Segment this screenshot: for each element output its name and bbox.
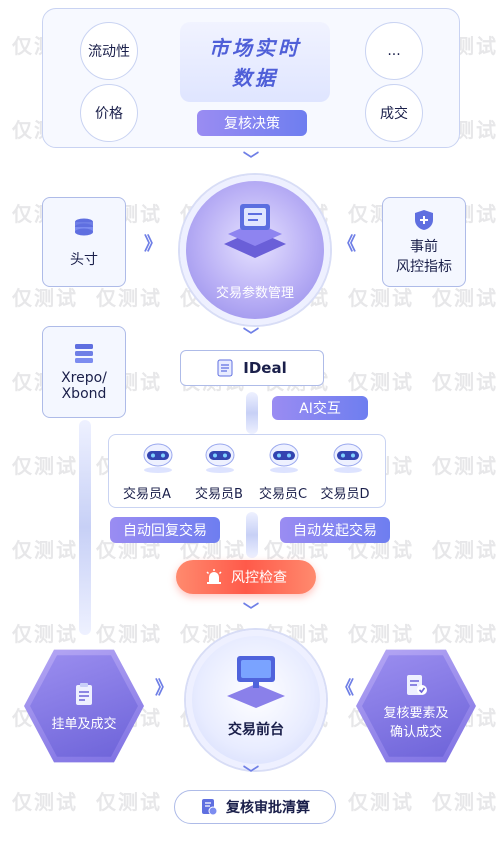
doc-check-icon: [407, 675, 427, 695]
chevron-down-icon: ﹀: [243, 326, 260, 345]
xrepo-label-2: Xbond: [61, 386, 107, 402]
pre-risk-label-2: 风控指标: [396, 259, 452, 275]
approval-icon: [202, 799, 218, 816]
node-more-label: ...: [387, 43, 401, 59]
trading-desk-label: 交易前台: [228, 722, 284, 738]
position-box: 头寸: [42, 197, 126, 287]
watermark-text: 仅测试: [432, 790, 498, 814]
server-stack-icon: [224, 204, 286, 258]
watermark-text: 仅测试: [432, 538, 498, 562]
chevron-right-icon: 》: [155, 678, 173, 699]
chevron-left-icon: 《: [338, 234, 356, 255]
auto-initiate-button[interactable]: 自动发起交易: [280, 517, 390, 543]
chevron-down-icon: ﹀: [243, 150, 260, 169]
watermark-text: 仅测试: [432, 454, 498, 478]
node-price: 价格: [80, 84, 138, 142]
market-data-title-line2: 数据: [232, 66, 278, 90]
node-volume-label: 成交: [380, 106, 408, 122]
confirm-trade-label-1: 复核要素及: [383, 706, 449, 721]
ideal-label: IDeal: [243, 359, 287, 377]
chevron-left-icon: 《: [336, 678, 354, 699]
watermark-text: 仅测试: [348, 790, 414, 814]
connector-line-center-2: [246, 512, 258, 558]
chevron-down-icon: ﹀: [243, 764, 260, 783]
monitor-icon: [227, 656, 285, 708]
pre-risk-box: 事前 风控指标: [382, 197, 466, 287]
trader-d-label: 交易员D: [320, 487, 370, 502]
watermark-text: 仅测试: [12, 454, 78, 478]
risk-check-button[interactable]: 风控检查: [176, 560, 316, 594]
auto-reply-button[interactable]: 自动回复交易: [110, 517, 220, 543]
review-approve-clear-label: 复核审批清算: [226, 800, 310, 816]
robot-icon: [143, 443, 173, 473]
confirm-trade-label-2: 确认成交: [389, 725, 442, 740]
node-liquidity: 流动性: [80, 22, 138, 80]
ai-interaction-button[interactable]: AI交互: [272, 396, 368, 420]
clipboard-icon: [76, 682, 92, 705]
connector-line-center-1: [246, 392, 258, 434]
watermark-text: 仅测试: [348, 370, 414, 394]
xrepo-label-1: Xrepo/: [61, 370, 107, 386]
watermark-text: 仅测试: [96, 790, 162, 814]
position-label: 头寸: [70, 252, 98, 268]
trader-a-label: 交易员A: [123, 487, 171, 502]
robot-icon: [333, 443, 363, 473]
watermark-text: 仅测试: [348, 622, 414, 646]
watermark-text: 仅测试: [432, 622, 498, 646]
watermark-text: 仅测试: [96, 622, 162, 646]
chevron-right-icon: 》: [144, 234, 162, 255]
trade-params-label: 交易参数管理: [215, 286, 294, 301]
alarm-icon: [206, 569, 222, 584]
chevron-down-icon: ﹀: [243, 601, 260, 620]
node-liquidity-label: 流动性: [88, 44, 130, 60]
trade-params-circle: [180, 175, 330, 325]
risk-check-label: 风控检查: [231, 570, 287, 586]
order-execution-label: 挂单及成交: [51, 716, 117, 732]
node-more: ...: [365, 22, 423, 80]
order-execution-hex: 挂单及成交: [24, 649, 144, 763]
ideal-box: IDeal: [180, 350, 324, 386]
xrepo-xbond-box: Xrepo/ Xbond: [42, 326, 126, 418]
review-approve-clear-box[interactable]: 复核审批清算: [174, 790, 336, 824]
review-decision-button[interactable]: 复核决策: [197, 110, 307, 136]
node-price-label: 价格: [95, 106, 123, 122]
market-data-title-line1: 市场实时: [209, 36, 301, 60]
document-icon: [217, 359, 233, 377]
confirm-trade-hex: 复核要素及 确认成交: [356, 649, 476, 763]
connector-line-left: [79, 420, 91, 635]
robot-icon: [269, 443, 299, 473]
robot-icon: [205, 443, 235, 473]
market-data-platform: [180, 22, 330, 102]
shield-plus-icon: [415, 210, 433, 230]
watermark-text: 仅测试: [12, 538, 78, 562]
node-volume: 成交: [365, 84, 423, 142]
trader-b-label: 交易员B: [195, 487, 243, 502]
trader-c-label: 交易员C: [258, 487, 308, 502]
watermark-text: 仅测试: [12, 622, 78, 646]
pre-risk-label-1: 事前: [410, 239, 438, 255]
database-icon: [75, 344, 93, 363]
coins-icon: [75, 218, 93, 236]
watermark-text: 仅测试: [12, 790, 78, 814]
watermark-text: 仅测试: [432, 370, 498, 394]
